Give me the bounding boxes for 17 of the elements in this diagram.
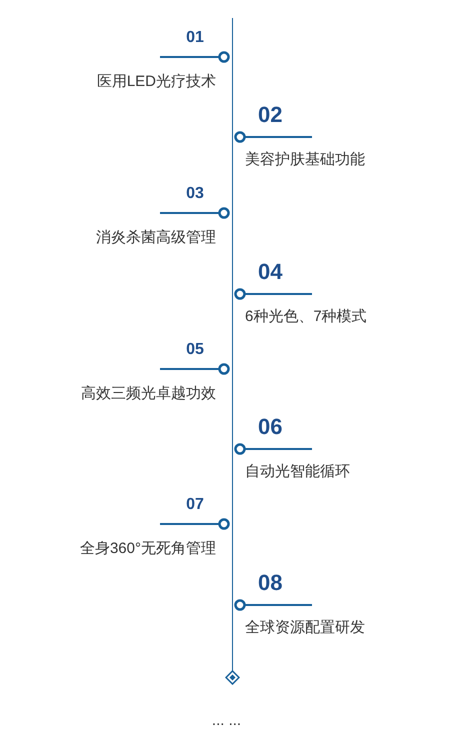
- step-description: 全球资源配置研发: [245, 618, 365, 638]
- step-number: 04: [258, 259, 282, 285]
- ellipsis-note: ... ...: [210, 711, 242, 731]
- step-number: 02: [258, 102, 282, 128]
- step-description: 消炎杀菌高级管理: [96, 228, 216, 248]
- step-number: 05: [185, 340, 205, 360]
- step-number: 03: [185, 184, 205, 204]
- step-description: 美容护肤基础功能: [245, 150, 365, 170]
- step-description: 高效三频光卓越功效: [81, 384, 216, 404]
- step-number: 08: [258, 570, 282, 596]
- step-description: 自动光智能循环: [245, 462, 350, 482]
- step-description: 6种光色、7种模式: [245, 307, 367, 327]
- step-description: 医用LED光疗技术: [96, 72, 216, 92]
- step-description: 全身360°无死角管理: [80, 539, 216, 559]
- step-number: 06: [258, 414, 282, 440]
- step-number: 07: [185, 495, 205, 515]
- step-number: 01: [185, 28, 205, 48]
